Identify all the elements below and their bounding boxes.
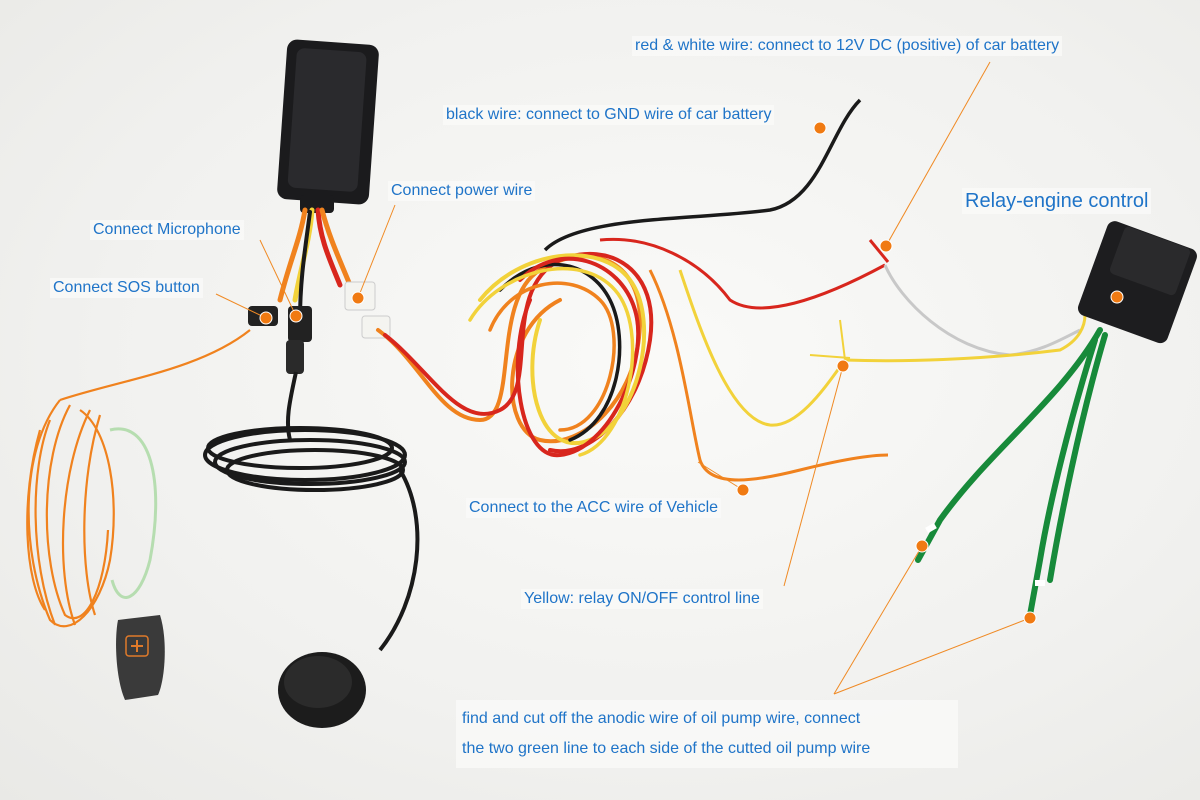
sos-button bbox=[116, 615, 165, 700]
label-connect-power-wire: Connect power wire bbox=[388, 181, 536, 201]
label-red-white-wire: red & white wire: connect to 12V DC (pos… bbox=[632, 36, 1063, 56]
label-oil-pump-instructions: find and cut off the anodic wire of oil … bbox=[456, 700, 958, 768]
grey-relay-wire bbox=[883, 264, 1081, 357]
label-connect-microphone: Connect Microphone bbox=[90, 220, 244, 240]
marker-dots bbox=[259, 121, 1124, 625]
tracker-cable-bundle bbox=[277, 207, 355, 322]
ziploc-bag bbox=[109, 427, 158, 599]
label-connect-acc: Connect to the ACC wire of Vehicle bbox=[466, 498, 722, 518]
label-relay-engine-control: Relay-engine control bbox=[962, 188, 1152, 214]
gps-tracker-device bbox=[277, 39, 379, 213]
red-wire-stub bbox=[868, 239, 890, 263]
red-power-wire bbox=[599, 237, 886, 310]
leader-lines bbox=[215, 61, 1031, 695]
orange-acc-wire bbox=[648, 269, 889, 482]
label-oil-pump-line2: the two green line to each side of the c… bbox=[462, 740, 871, 757]
yellow-control-wire bbox=[678, 269, 1087, 427]
relay bbox=[1077, 221, 1197, 344]
sos-cable-coil bbox=[26, 329, 251, 628]
connector-power bbox=[344, 281, 391, 339]
black-gnd-wire bbox=[543, 98, 862, 252]
power-harness-bundle bbox=[376, 251, 654, 458]
label-oil-pump-line1: find and cut off the anodic wire of oil … bbox=[462, 710, 861, 727]
green-wire-caps bbox=[925, 522, 1045, 586]
yellow-wire-stub bbox=[809, 319, 851, 361]
microphone bbox=[278, 652, 366, 728]
label-yellow-relay: Yellow: relay ON/OFF control line bbox=[521, 589, 763, 609]
label-black-wire: black wire: connect to GND wire of car b… bbox=[443, 105, 775, 125]
plus-icon bbox=[131, 640, 143, 652]
microphone-cable-coil bbox=[203, 371, 420, 652]
green-relay-wires bbox=[915, 327, 1108, 618]
label-connect-sos-button: Connect SOS button bbox=[50, 278, 203, 298]
